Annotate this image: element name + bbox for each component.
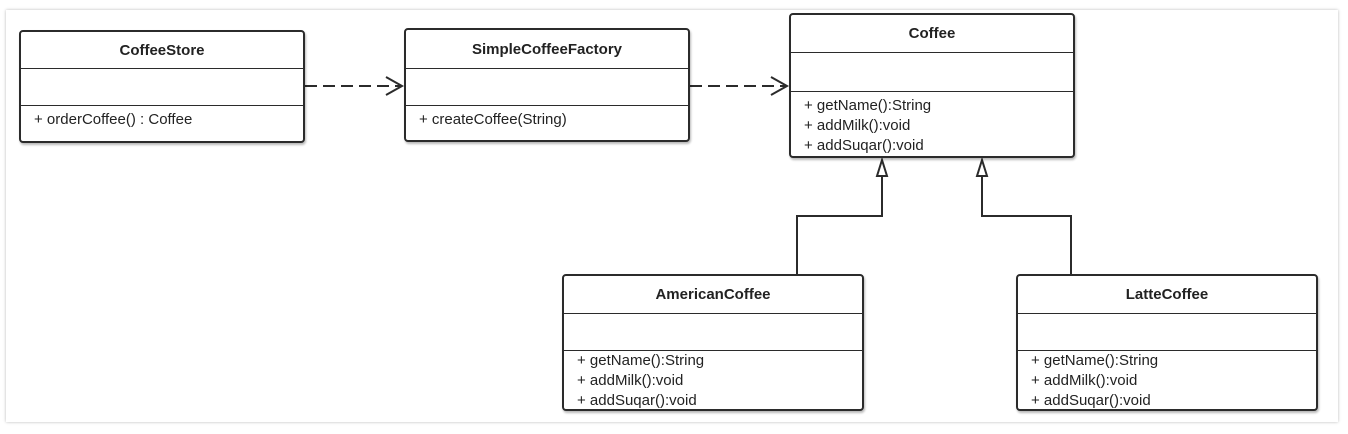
attributes-compartment bbox=[406, 69, 688, 106]
class-name: Coffee bbox=[791, 15, 1073, 53]
class-name: CoffeeStore bbox=[21, 32, 303, 69]
class-coffee-store[interactable]: CoffeeStore + orderCoffee() : Coffee bbox=[19, 30, 305, 143]
attributes-compartment bbox=[564, 314, 862, 351]
generalization-latte-to-coffee bbox=[981, 176, 1072, 274]
attributes-compartment bbox=[1018, 314, 1316, 351]
operations-compartment: + getName():String + addMilk():void + ad… bbox=[791, 92, 1073, 156]
class-name: LatteCoffee bbox=[1018, 276, 1316, 314]
operations-compartment: + getName():String + addMilk():void + ad… bbox=[564, 351, 862, 409]
class-american-coffee[interactable]: AmericanCoffee + getName():String + addM… bbox=[562, 274, 864, 411]
attributes-compartment bbox=[21, 69, 303, 106]
operation: + getName():String bbox=[804, 97, 932, 114]
class-latte-coffee[interactable]: LatteCoffee + getName():String + addMilk… bbox=[1016, 274, 1318, 411]
class-name: SimpleCoffeeFactory bbox=[406, 30, 688, 69]
operation: + addMilk():void bbox=[804, 117, 911, 134]
operations-compartment: + orderCoffee() : Coffee bbox=[21, 106, 303, 130]
operation: + addSuqar():void bbox=[804, 137, 924, 154]
operations-compartment: + createCoffee(String) bbox=[406, 106, 688, 130]
operation: + getName():String bbox=[1031, 352, 1159, 369]
class-simple-coffee-factory[interactable]: SimpleCoffeeFactory + createCoffee(Strin… bbox=[404, 28, 690, 142]
operations-compartment: + getName():String + addMilk():void + ad… bbox=[1018, 351, 1316, 409]
class-coffee[interactable]: Coffee + getName():String + addMilk():vo… bbox=[789, 13, 1075, 158]
operation: + createCoffee(String) bbox=[419, 111, 567, 128]
operation: + getName():String bbox=[577, 352, 705, 369]
dependency-arrowhead-factory bbox=[385, 76, 405, 96]
operation: + orderCoffee() : Coffee bbox=[34, 111, 193, 128]
operation: + addMilk():void bbox=[1031, 372, 1138, 389]
operation: + addSuqar():void bbox=[1031, 392, 1151, 409]
generalization-triangle-american bbox=[875, 156, 889, 177]
operation: + addMilk():void bbox=[577, 372, 684, 389]
generalization-triangle-latte bbox=[975, 156, 989, 177]
dependency-arrowhead-coffee bbox=[770, 76, 790, 96]
operation: + addSuqar():void bbox=[577, 392, 697, 409]
class-name: AmericanCoffee bbox=[564, 276, 862, 314]
generalization-american-to-coffee bbox=[796, 176, 883, 274]
attributes-compartment bbox=[791, 53, 1073, 92]
